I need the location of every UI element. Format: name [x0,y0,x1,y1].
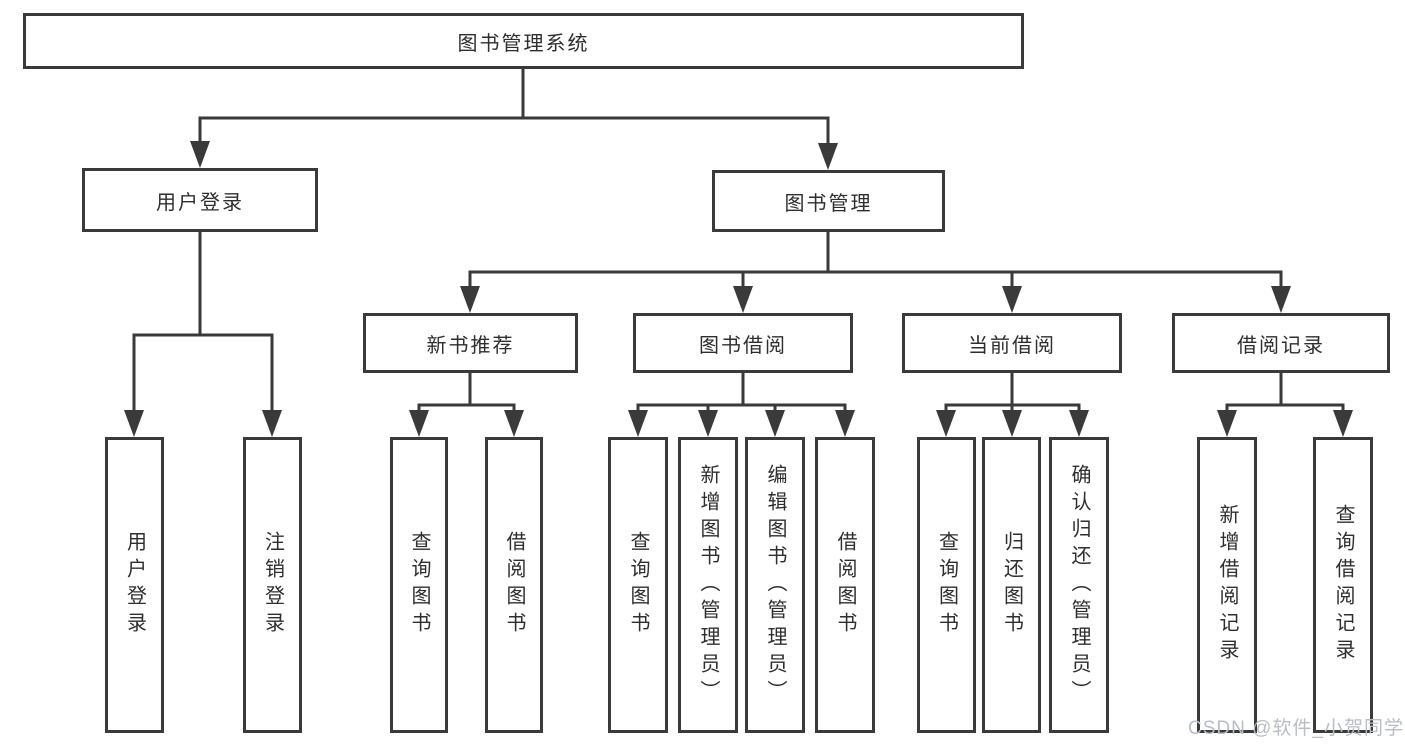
leaf-query-borrow-record: 查询借阅记录 [1313,437,1373,733]
arrow-down-icon [765,410,785,437]
leaf-confirm-return-admin: 确认归还（管理员） [1049,437,1109,733]
leaf-add-borrow-record: 新增借阅记录 [1197,437,1257,733]
arrow-down-icon [409,410,429,437]
arrow-down-icon [1002,410,1022,437]
arrow-down-icon [1217,410,1237,437]
leaf-query-books-2: 查询图书 [608,437,668,733]
node-user-login: 用户登录 [82,168,318,232]
leaf-logout: 注销登录 [243,437,302,733]
arrow-down-icon [818,143,838,170]
leaf-return-books: 归还图书 [982,437,1041,733]
leaf-query-books: 查询图书 [390,437,448,733]
leaf-query-books-3: 查询图书 [917,437,976,733]
arrow-down-icon [698,410,718,437]
arrow-down-icon [628,410,648,437]
arrow-down-icon [733,286,753,313]
arrow-down-icon [1333,410,1353,437]
node-book-management: 图书管理 [712,170,945,232]
arrow-down-icon [190,141,210,168]
connector [636,403,847,433]
arrow-down-icon [1002,286,1022,313]
node-new-book-recommend: 新书推荐 [363,313,578,373]
arrow-down-icon [835,410,855,437]
node-borrow-record: 借阅记录 [1172,313,1390,373]
leaf-add-books-admin: 新增图书（管理员） [678,437,738,733]
node-root: 图书管理系统 [23,13,1024,69]
leaf-borrow-books: 借阅图书 [485,437,543,733]
node-book-borrow: 图书借阅 [633,313,853,373]
arrow-down-icon [936,410,956,437]
watermark: CSDN @软件_小贺同学 [1188,718,1404,739]
connector [198,116,830,166]
leaf-edit-books-admin: 编辑图书（管理员） [745,437,805,733]
node-current-borrow: 当前借阅 [902,313,1122,373]
arrow-down-icon [504,410,524,437]
arrow-down-icon [460,286,480,313]
arrow-down-icon [1271,286,1291,313]
arrow-down-icon [1069,410,1089,437]
leaf-user-login: 用户登录 [105,437,164,733]
connector [1225,403,1345,433]
connector [132,333,274,433]
arrow-down-icon [124,410,144,437]
arrow-down-icon [262,410,282,437]
leaf-borrow-books-2: 借阅图书 [815,437,875,733]
connector [468,270,1283,309]
connector [417,403,516,433]
